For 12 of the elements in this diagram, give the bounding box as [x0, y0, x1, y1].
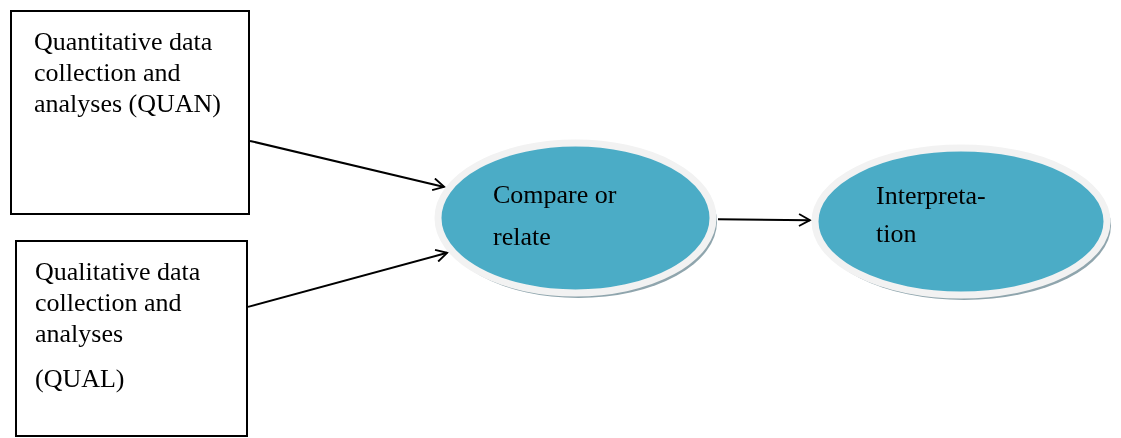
arrow	[717, 213, 811, 227]
process-box	[10, 10, 250, 215]
arrow	[249, 139, 446, 192]
ellipse-text: Compare or relate	[493, 179, 618, 253]
box-text: Quantitative data collection and analyses (QUAN)	[34, 26, 222, 119]
process-ellipse	[810, 143, 1112, 300]
process-ellipse	[433, 138, 718, 298]
box-text: Qualitative data collection and analyses	[35, 256, 202, 349]
box-text: (QUAL)	[35, 363, 126, 394]
arrow	[247, 249, 449, 308]
ellipse-text: Interpreta- tion	[876, 180, 987, 250]
process-box	[15, 240, 248, 437]
